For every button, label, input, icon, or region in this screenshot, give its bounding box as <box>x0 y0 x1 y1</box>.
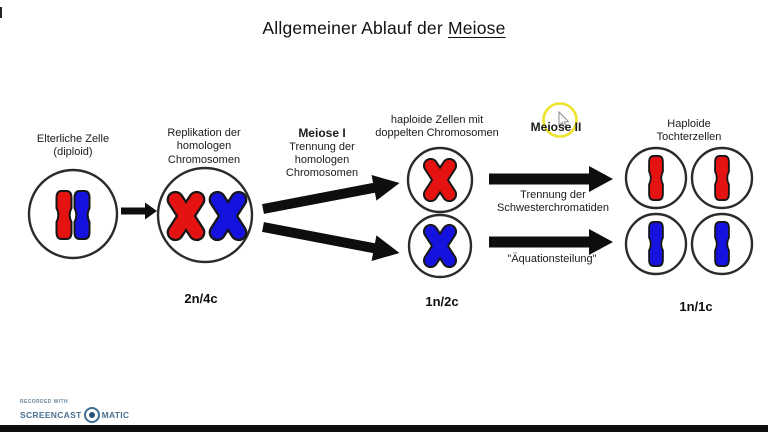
mouse-cursor-icon <box>558 110 570 128</box>
title-underlined-word: Meiose <box>447 18 506 38</box>
parent-cell-circle <box>27 168 119 260</box>
meiosis2-heading: Meiose II <box>530 120 582 134</box>
ploidy-label-1n2c: 1n/2c <box>425 294 459 309</box>
parent-blue-chromosome <box>73 190 91 240</box>
arrow-meiosis2-top <box>489 166 613 192</box>
bottom-black-bar <box>0 425 768 432</box>
equation-division-label: "Äquationsteilung" <box>507 253 597 265</box>
ploidy-label-2n4c: 2n/4c <box>184 291 218 306</box>
flow-arrows <box>121 166 613 261</box>
meiosis1-label: Meiose I Trennung der homologen Chromoso… <box>262 126 382 181</box>
arrow-meiosis2-bottom <box>489 229 613 255</box>
screencast-o-matic-brand: SCREENCAST MATIC <box>20 407 129 423</box>
replication-label: Replikation der homologen Chromosomen <box>167 127 241 166</box>
daughter-cells-label: Haploide Tochterzellen <box>656 118 722 144</box>
brand-left-text: SCREENCAST <box>20 409 82 420</box>
daughter-1-red-chromatid <box>648 154 664 202</box>
screencast-watermark: RECORDED WITH SCREENCAST MATIC <box>20 400 129 423</box>
parent-red-chromosome <box>55 190 73 240</box>
page-title: Allgemeiner Ablauf der Meiose <box>0 18 768 39</box>
haploid-cells-label: haploide Zellen mit doppelten Chromosome… <box>375 114 499 140</box>
arrow-meiosis1-bottom <box>262 222 400 261</box>
title-prefix: Allgemeiner Ablauf der <box>262 18 448 38</box>
arrow-meiosis1-top <box>262 175 400 214</box>
daughter-chromatids <box>648 154 730 267</box>
brand-right-text: MATIC <box>101 409 130 420</box>
recorded-with-text: RECORDED WITH <box>20 399 68 405</box>
daughter-3-blue-chromatid <box>648 220 664 267</box>
sister-chromatid-separation-label: Trennung der Schwesterchromatiden <box>497 189 609 215</box>
left-edge-mark <box>0 7 2 18</box>
daughter-2-red-chromatid <box>714 154 730 202</box>
meiosis1-heading: Meiose I <box>298 126 346 140</box>
arrow-parent-to-replicated <box>121 202 157 220</box>
parent-cell-label: Elterliche Zelle (diploid) <box>36 133 110 159</box>
screencast-o-matic-logo-icon <box>83 407 100 423</box>
cursor-highlight-ring <box>542 102 578 138</box>
ploidy-label-1n1c: 1n/1c <box>679 299 713 314</box>
daughter-4-blue-chromatid <box>714 220 730 267</box>
